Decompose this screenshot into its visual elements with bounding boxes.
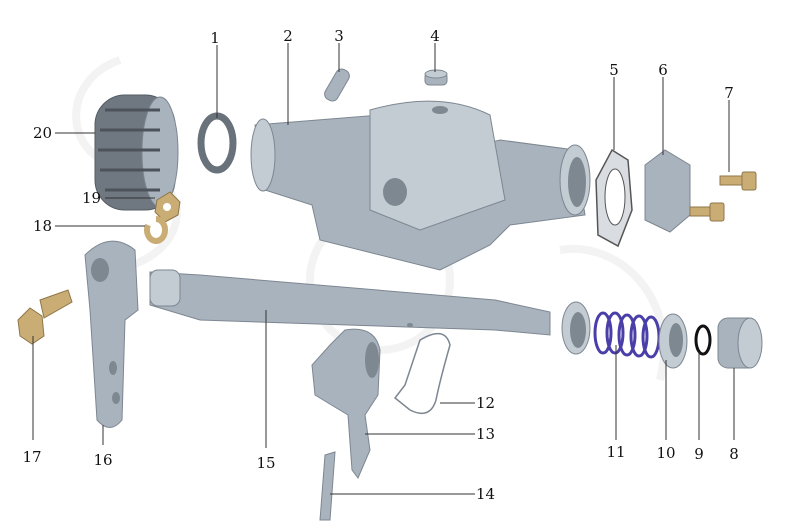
callout-8: 8 bbox=[729, 445, 739, 463]
part-20-threaded-plug bbox=[94, 94, 179, 211]
part-7-bolts bbox=[689, 171, 757, 222]
part-15-shaft bbox=[149, 269, 551, 336]
callout-17: 17 bbox=[22, 448, 41, 466]
part-13-fork bbox=[311, 328, 381, 479]
callout-19: 19 bbox=[82, 189, 101, 207]
part-2-housing bbox=[250, 100, 591, 271]
callout-15: 15 bbox=[256, 454, 275, 472]
callout-lines bbox=[32, 43, 735, 495]
part-11-spring bbox=[593, 311, 661, 359]
part-9-circlip bbox=[694, 324, 712, 356]
callout-12: 12 bbox=[476, 394, 495, 412]
callout-9: 9 bbox=[694, 445, 704, 463]
callout-10: 10 bbox=[656, 444, 675, 462]
callout-14: 14 bbox=[476, 485, 495, 503]
callout-18: 18 bbox=[33, 217, 52, 235]
callout-6: 6 bbox=[658, 61, 668, 79]
callout-4: 4 bbox=[430, 27, 440, 45]
part-14-pin bbox=[319, 451, 336, 521]
callout-20: 20 bbox=[33, 124, 52, 142]
part-6-cover-plate bbox=[644, 149, 691, 233]
callout-11: 11 bbox=[606, 443, 625, 461]
part-12-spring-clip bbox=[393, 332, 451, 415]
part-18-washer bbox=[144, 216, 168, 244]
part-17-bolt bbox=[17, 289, 73, 345]
part-3-grease-nipple bbox=[324, 68, 350, 102]
part-8-bush bbox=[717, 317, 763, 369]
callout-2: 2 bbox=[283, 27, 293, 45]
callout-5: 5 bbox=[609, 61, 619, 79]
callout-7: 7 bbox=[724, 84, 734, 102]
callout-1: 1 bbox=[210, 29, 220, 47]
part-4-cap bbox=[424, 69, 448, 86]
part-16-arm bbox=[84, 240, 139, 428]
callout-16: 16 bbox=[93, 451, 112, 469]
callout-3: 3 bbox=[334, 27, 344, 45]
callout-13: 13 bbox=[476, 425, 495, 443]
part-1-ring bbox=[197, 112, 237, 174]
